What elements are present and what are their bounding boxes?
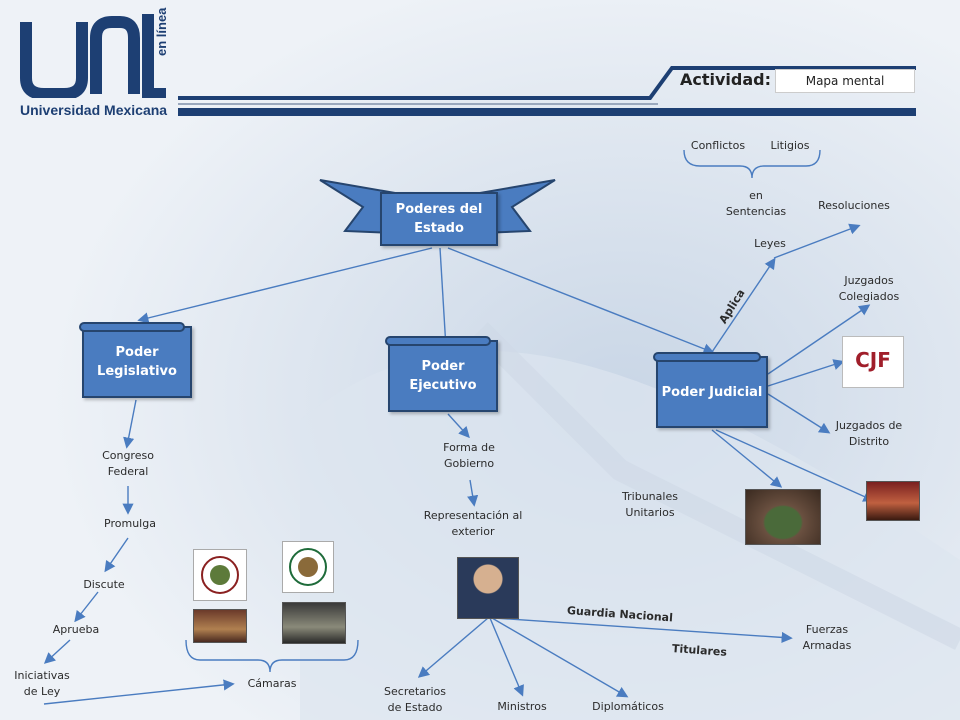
label-diplomaticos: Diplomáticos bbox=[592, 700, 664, 713]
root-ribbon bbox=[319, 179, 556, 235]
label-fuerzas-armadas: Fuerzas Armadas bbox=[802, 623, 852, 652]
scroll-curl-decor bbox=[653, 352, 761, 362]
label-representacion: Representación al exterior bbox=[423, 509, 523, 538]
logo-uml-mark bbox=[20, 14, 166, 100]
label-congreso: Congreso Federal bbox=[102, 449, 154, 478]
label-leyes: Leyes bbox=[754, 237, 786, 250]
senado-chamber-photo bbox=[193, 609, 247, 643]
branch-legislativo-label: Poder Legislativo bbox=[97, 345, 177, 379]
tribunal-session-photo bbox=[745, 489, 821, 545]
branch-judicial-label: Poder Judicial bbox=[661, 384, 763, 400]
label-tribunales-unitarios: Tribunales Unitarios bbox=[622, 490, 678, 519]
label-forma-gobierno: Forma de Gobierno bbox=[443, 441, 495, 470]
label-litigios: Litigios bbox=[770, 139, 810, 152]
label-resoluciones: Resoluciones bbox=[818, 199, 890, 212]
label-promulga: Promulga bbox=[104, 517, 156, 530]
header-bar bbox=[178, 66, 916, 116]
label-secretarios: Secretarios de Estado bbox=[384, 685, 446, 714]
label-aprueba: Aprueba bbox=[52, 623, 100, 636]
university-logo: Universidad Mexicana en línea bbox=[20, 8, 180, 120]
juzgado-session-photo bbox=[866, 481, 920, 521]
branch-ejecutivo[interactable]: Poder Ejecutivo bbox=[385, 336, 498, 412]
label-camaras: Cámaras bbox=[247, 677, 297, 690]
root-label: Poderes del Estado bbox=[395, 202, 483, 236]
label-ministros: Ministros bbox=[497, 700, 547, 713]
branch-legislativo[interactable]: Poder Legislativo bbox=[79, 322, 192, 398]
president-photo bbox=[457, 557, 519, 619]
label-juzgados-colegiados: Juzgados Colegiados bbox=[838, 274, 900, 303]
cjf-logo-image: CJF bbox=[842, 336, 904, 388]
activity-colon: : bbox=[764, 70, 772, 89]
scroll-curl-decor bbox=[385, 336, 491, 346]
label-iniciativas: Iniciativas de Ley bbox=[14, 669, 70, 698]
activity-label: Actividad bbox=[680, 70, 765, 89]
branch-judicial[interactable]: Poder Judicial bbox=[653, 352, 768, 428]
activity-value: Mapa mental bbox=[805, 74, 885, 88]
senado-seal-image bbox=[193, 549, 247, 601]
cjf-logo-text: CJF bbox=[855, 348, 891, 372]
root-node[interactable]: Poderes del Estado bbox=[380, 192, 498, 246]
activity-title: Actividad: bbox=[680, 70, 771, 89]
logo-name: Universidad Mexicana bbox=[20, 102, 168, 118]
scroll-curl-decor bbox=[79, 322, 185, 332]
diputados-chamber-photo bbox=[282, 602, 346, 644]
label-sentencias: en Sentencias bbox=[725, 189, 787, 218]
label-discute: Discute bbox=[83, 578, 125, 591]
label-conflictos: Conflictos bbox=[690, 139, 746, 152]
activity-value-box: Mapa mental bbox=[775, 69, 915, 93]
label-juzgados-distrito: Juzgados de Distrito bbox=[835, 419, 903, 448]
diputados-seal-image bbox=[282, 541, 334, 593]
branch-ejecutivo-label: Poder Ejecutivo bbox=[409, 359, 477, 393]
